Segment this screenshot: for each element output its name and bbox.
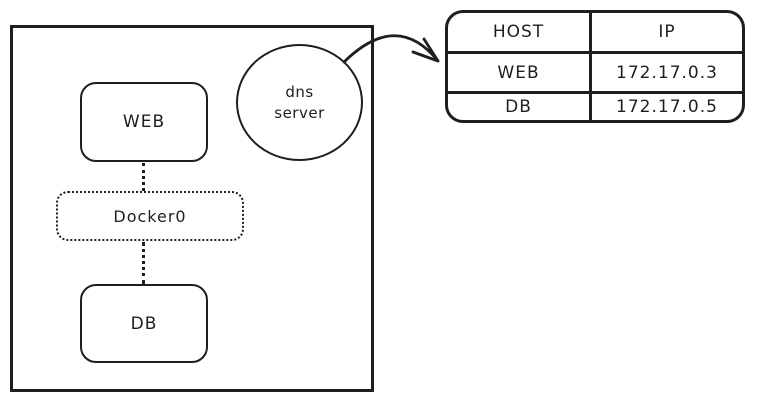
- node-db: DB: [80, 284, 208, 363]
- connector-docker0-db: [142, 242, 145, 284]
- node-docker0-label: Docker0: [113, 206, 187, 226]
- connector-web-docker0: [142, 163, 145, 191]
- host-container-box: [10, 25, 374, 392]
- table-cell-host-db: DB: [448, 91, 589, 120]
- node-web-label: WEB: [122, 112, 166, 132]
- dns-records-table: HOST IP WEB 172.17.0.3 DB 172.17.0.5: [445, 10, 745, 123]
- table-cell-ip-web: 172.17.0.3: [589, 51, 742, 91]
- node-dns-label-line1: dns: [285, 83, 314, 102]
- table-cell-ip-db: 172.17.0.5: [589, 91, 742, 120]
- table-header-host: HOST: [492, 22, 545, 42]
- table-header-ip: IP: [589, 13, 742, 51]
- arrow-head: [411, 37, 440, 63]
- node-dns-label-line2: server: [274, 103, 325, 122]
- node-db-label: DB: [130, 313, 158, 334]
- node-web: WEB: [80, 82, 208, 162]
- node-docker0: Docker0: [56, 191, 244, 241]
- table-cell-host-web: WEB: [448, 51, 589, 91]
- node-dns-server: dns server: [236, 44, 363, 161]
